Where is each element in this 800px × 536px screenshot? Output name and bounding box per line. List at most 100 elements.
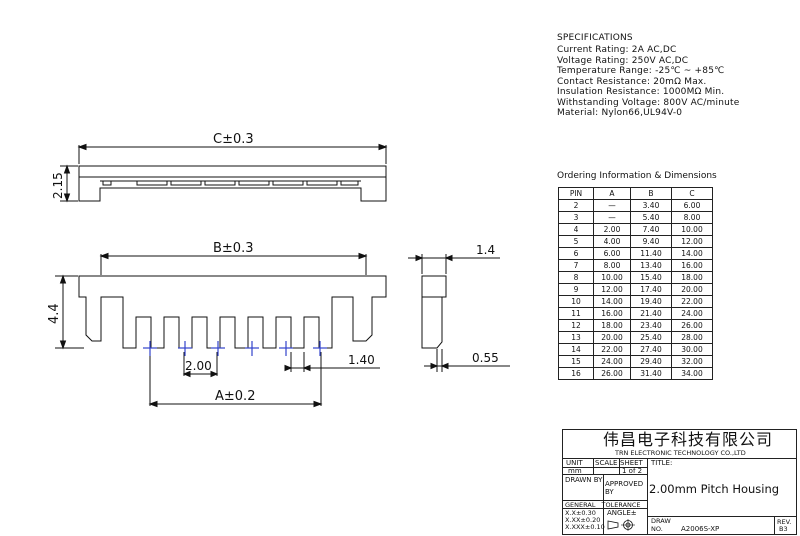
spec-line: Voltage Rating: 250V AC,DC [557, 55, 689, 66]
draw-no-label: DRAW NO. [651, 517, 671, 533]
table-cell: 8 [558, 271, 594, 284]
table-cell: 16.00 [671, 259, 713, 272]
table-cell: — [593, 211, 631, 224]
table-cell: 14 [558, 343, 594, 356]
table-cell: 16 [558, 367, 594, 380]
table-cell: 9 [558, 283, 594, 296]
table-cell: 6 [558, 247, 594, 260]
table-cell: 10.00 [593, 271, 631, 284]
spec-line: Contact Resistance: 20mΩ Max. [557, 76, 707, 87]
specifications-title: SPECIFICATIONS [557, 33, 633, 43]
table-cell: 18.00 [671, 271, 713, 284]
dim-text-215: 2.15 [51, 172, 65, 199]
table-cell: 16.00 [593, 307, 631, 320]
table-cell: 29.40 [630, 355, 672, 368]
table-cell: 24.00 [671, 307, 713, 320]
column-header: A [593, 187, 631, 200]
column-header: C [671, 187, 713, 200]
dim-text-c: C±0.3 [213, 132, 254, 147]
table-cell: 6.00 [593, 247, 631, 260]
side-view-outline [421, 275, 447, 349]
column-header: B [630, 187, 672, 200]
drawn-by-label: DRAWN BY [565, 476, 603, 484]
dim-text-14: 1.4 [476, 243, 495, 257]
side-view [408, 254, 510, 372]
table-cell: 5 [558, 235, 594, 248]
dim-text-pitch: 2.00 [185, 359, 212, 373]
table-cell: 15 [558, 355, 594, 368]
dim-text-44: 4.4 [47, 303, 62, 324]
table-cell: 28.00 [671, 331, 713, 344]
table-cell: 20.00 [593, 331, 631, 344]
table-cell: 19.40 [630, 295, 672, 308]
table-cell: 7 [558, 259, 594, 272]
specifications-list: Current Rating: 2A AC,DC Voltage Rating:… [557, 45, 739, 119]
angle-label: ANGLE± [607, 509, 637, 517]
table-cell: 8.00 [671, 211, 713, 224]
table-cell: 30.00 [671, 343, 713, 356]
table-cell: 20.00 [671, 283, 713, 296]
table-cell: 3 [558, 211, 594, 224]
dim-text-055: 0.55 [472, 351, 499, 365]
table-cell: 26.00 [671, 319, 713, 332]
table-cell: 8.00 [593, 259, 631, 272]
pin-markers [143, 341, 327, 356]
spec-line: Insulation Resistance: 1000MΩ Min. [557, 87, 725, 97]
dim-text-a: A±0.2 [215, 389, 255, 404]
top-view [60, 143, 388, 203]
table-cell: 17.40 [630, 283, 672, 296]
table-cell: 26.00 [593, 367, 631, 380]
table-cell: 3.40 [630, 199, 672, 212]
table-cell: 11.40 [630, 247, 672, 260]
front-view [55, 252, 387, 408]
table-cell: 15.40 [630, 271, 672, 284]
top-view-slots [102, 180, 359, 186]
front-view-outline [78, 275, 387, 349]
dim-text-140: 1.40 [348, 353, 375, 367]
tolerance-1: X.X±0.30 [565, 509, 596, 517]
rev-value: B3 [779, 525, 788, 533]
table-cell: 11 [558, 307, 594, 320]
table-cell: 4 [558, 223, 594, 236]
table-cell: 12.00 [671, 235, 713, 248]
title-block: 伟昌电子科技有限公司 TRN ELECTRONIC TECHNOLOGY CO.… [562, 429, 797, 535]
table-cell: 22.00 [593, 343, 631, 356]
general-tolerance-label: GENERAL TOLERANCE [565, 501, 641, 509]
table-cell: 13 [558, 331, 594, 344]
table-cell: 2 [558, 199, 594, 212]
tolerance-3: X.XXX±0.10 [565, 523, 605, 531]
table-cell: 24.00 [593, 355, 631, 368]
spec-line: Withstanding Voltage: 800V AC/minute [557, 97, 740, 108]
unit-value: mm [568, 467, 582, 475]
rev-label: REV. [777, 518, 792, 526]
table-cell: 34.00 [671, 367, 713, 380]
top-view-lower-body [78, 177, 387, 202]
spec-line: Current Rating: 2A AC,DC [557, 45, 677, 55]
unit-label: UNIT [566, 459, 583, 467]
table-cell: 9.40 [630, 235, 672, 248]
table-cell: 31.40 [630, 367, 672, 380]
column-header: PIN [558, 187, 594, 200]
approved-by-label: APPROVED BY [605, 480, 644, 496]
table-cell: 27.40 [630, 343, 672, 356]
table-cell: 23.40 [630, 319, 672, 332]
table-cell: — [593, 199, 631, 212]
table-cell: 13.40 [630, 259, 672, 272]
dim-text-b: B±0.3 [213, 241, 254, 256]
draw-no-value: A2006S-XP [681, 525, 720, 533]
table-cell: 12.00 [593, 283, 631, 296]
table-cell: 32.00 [671, 355, 713, 368]
table-cell: 6.00 [671, 199, 713, 212]
